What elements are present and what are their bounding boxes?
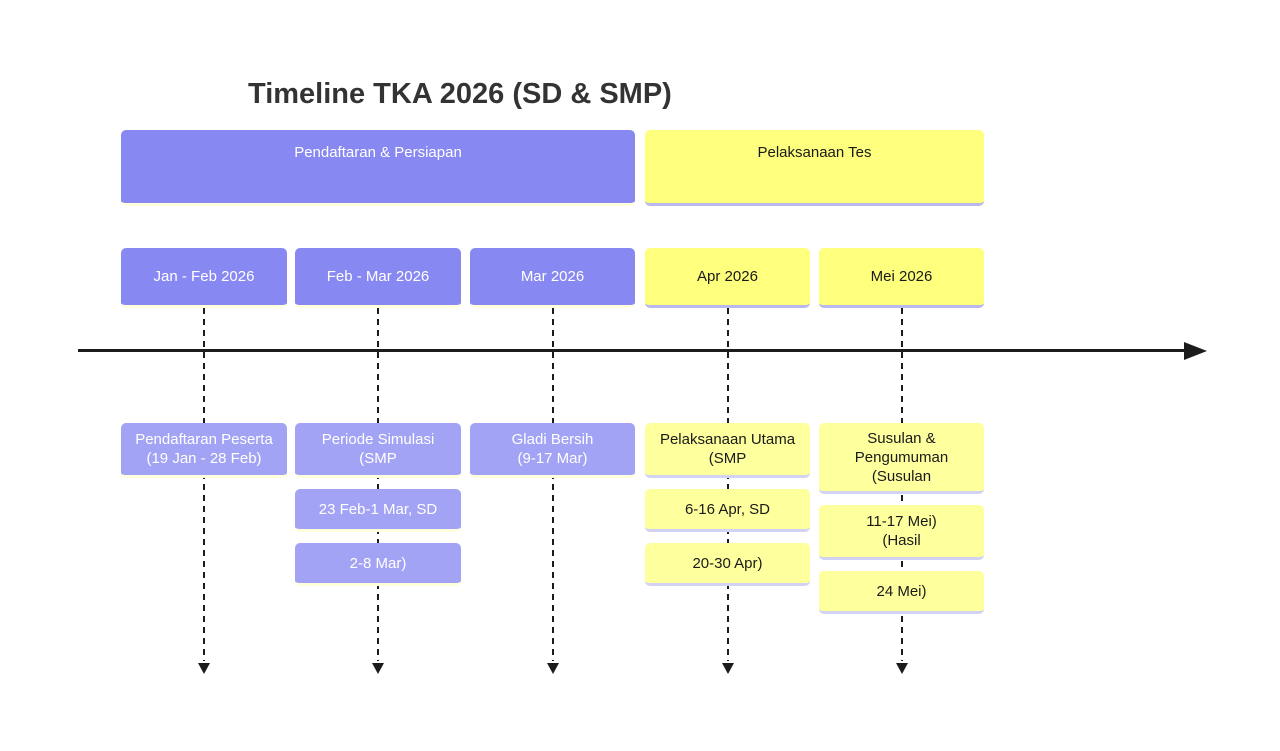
- month-label: Feb - Mar 2026: [326, 268, 430, 285]
- event-box: 2-8 Mar): [295, 543, 461, 586]
- event-box: 24 Mei): [819, 571, 984, 614]
- event-box: 23 Feb-1 Mar, SD: [295, 489, 461, 532]
- month-box: Mei 2026: [819, 248, 984, 308]
- column-end-arrowhead-icon: [721, 663, 734, 674]
- month-box: Feb - Mar 2026: [295, 248, 461, 308]
- event-box: 20-30 Apr): [645, 543, 810, 586]
- month-label: Jan - Feb 2026: [153, 268, 255, 285]
- event-line: (19 Jan - 28 Feb): [146, 450, 262, 467]
- section-pendaftaran-persiapan: Pendaftaran & Persiapan: [121, 130, 635, 206]
- event-line: (9-17 Mar): [517, 450, 588, 467]
- section-label: Pelaksanaan Tes: [757, 144, 872, 161]
- event-line: (Susulan: [871, 467, 932, 485]
- event-box: Gladi Bersih (9-17 Mar): [470, 423, 635, 478]
- event-line: Gladi Bersih: [511, 431, 594, 448]
- event-line: 24 Mei): [876, 582, 927, 600]
- month-box: Mar 2026: [470, 248, 635, 308]
- event-line: Pelaksanaan Utama: [659, 431, 796, 448]
- event-box: Pendaftaran Peserta (19 Jan - 28 Feb): [121, 423, 287, 478]
- event-line: 11-17 Mei): [866, 513, 937, 530]
- month-box: Jan - Feb 2026: [121, 248, 287, 308]
- event-line: 6-16 Apr, SD: [684, 500, 771, 518]
- month-label: Mei 2026: [870, 268, 933, 285]
- month-label: Apr 2026: [697, 268, 758, 285]
- event-line: Pendaftaran Peserta: [135, 431, 273, 448]
- column-dashed-line: [726, 308, 729, 661]
- event-line: (SMP: [708, 450, 747, 467]
- column-dashed-line: [203, 308, 205, 661]
- event-line: 20-30 Apr): [692, 554, 763, 572]
- event-line: 2-8 Mar): [349, 554, 407, 572]
- column-dashed-line: [551, 308, 554, 661]
- event-box: Pelaksanaan Utama (SMP: [645, 423, 810, 478]
- month-box: Apr 2026: [645, 248, 810, 308]
- column-end-arrowhead-icon: [895, 663, 908, 674]
- event-box: Susulan &Pengumuman(Susulan: [819, 423, 984, 494]
- section-pelaksanaan-tes: Pelaksanaan Tes: [645, 130, 984, 206]
- event-line: (Hasil: [882, 532, 921, 549]
- event-line: Periode Simulasi: [321, 431, 435, 448]
- column-end-arrowhead-icon: [198, 663, 210, 674]
- event-line: (SMP: [359, 450, 397, 467]
- diagram-title: Timeline TKA 2026 (SD & SMP): [248, 78, 672, 110]
- column-end-arrowhead-icon: [372, 663, 384, 674]
- section-label: Pendaftaran & Persiapan: [294, 144, 462, 161]
- column-end-arrowhead-icon: [546, 663, 559, 674]
- event-box: 11-17 Mei) (Hasil: [819, 505, 984, 560]
- event-line: 23 Feb-1 Mar, SD: [318, 500, 438, 518]
- column-dashed-line: [377, 308, 379, 661]
- timeline-axis: [78, 349, 1185, 352]
- event-line: Susulan &: [867, 429, 936, 447]
- timeline-axis-arrowhead-icon: [1184, 342, 1207, 360]
- month-label: Mar 2026: [520, 268, 585, 285]
- event-box: 6-16 Apr, SD: [645, 489, 810, 532]
- event-box: Periode Simulasi (SMP: [295, 423, 461, 478]
- event-line: Pengumuman: [854, 448, 949, 466]
